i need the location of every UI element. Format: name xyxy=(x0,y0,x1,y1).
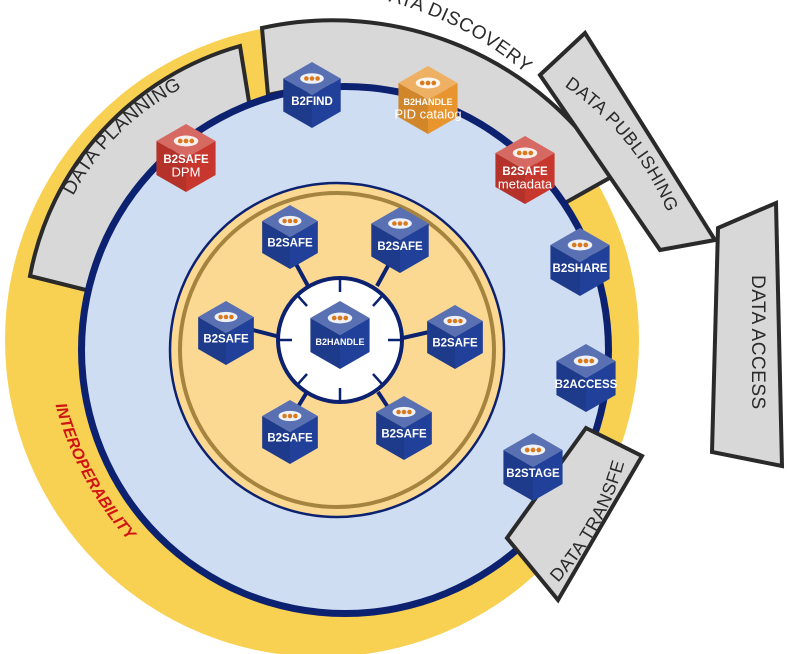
handle-logo-icon xyxy=(388,218,412,229)
cube-b2safe-ring-2: B2SAFE xyxy=(371,207,429,273)
cube-b2safe-ring-5: B2SAFE xyxy=(262,400,318,464)
cube-label: B2SAFE xyxy=(163,154,209,166)
label-data-access: DATA ACCESS xyxy=(747,275,768,410)
cube-label: B2SAFE xyxy=(203,334,249,346)
cube-sublabel: DPM xyxy=(172,165,201,180)
handle-logo-icon xyxy=(327,312,353,324)
handle-logo-icon xyxy=(214,311,238,323)
hub-ticks xyxy=(278,278,402,402)
cube-label: B2SAFE xyxy=(267,433,313,445)
handle-logo-icon xyxy=(278,410,302,422)
handle-logo-icon xyxy=(443,315,467,327)
cube-b2access: B2ACCESS xyxy=(555,344,618,412)
cube-b2share: B2SHARE xyxy=(550,228,610,296)
cube-label: B2HANDLE xyxy=(315,337,364,347)
cube-label: B2SAFE xyxy=(502,166,548,178)
tab-data-access xyxy=(709,199,785,469)
handle-logo-icon xyxy=(520,444,546,456)
cube-b2safe-ring-4: B2SAFE xyxy=(427,305,483,369)
handle-logo-icon xyxy=(573,355,599,367)
cube-label: B2SAFE xyxy=(267,238,313,250)
cube-label: B2SAFE xyxy=(381,429,427,441)
cube-label: B2HANDLE xyxy=(403,97,452,107)
cube-b2find: B2FIND xyxy=(283,62,341,128)
tab-data-publishing xyxy=(537,29,719,253)
handle-logo-icon xyxy=(415,77,441,89)
cube-label: B2SHARE xyxy=(553,263,608,275)
cube-sublabel: PID catalog xyxy=(394,107,461,122)
handle-logo-icon xyxy=(567,239,593,251)
cube-label: B2ACCESS xyxy=(555,379,618,391)
handle-logo-icon xyxy=(392,406,416,418)
cube-b2safe-ring-6: B2SAFE xyxy=(376,396,432,460)
cube-sublabel: metadata xyxy=(498,177,553,192)
handle-logo-icon xyxy=(278,215,302,227)
cube-label: B2STAGE xyxy=(506,468,560,480)
cube-b2safe-ring-1: B2SAFE xyxy=(262,205,318,269)
cube-b2handle-center: B2HANDLE xyxy=(310,301,370,369)
cube-b2stage: B2STAGE xyxy=(503,433,563,501)
cube-label: B2SAFE xyxy=(377,241,423,253)
cube-label: B2FIND xyxy=(291,96,333,108)
cube-label: B2SAFE xyxy=(432,338,478,350)
handle-logo-icon xyxy=(173,135,199,147)
core-inner-band xyxy=(178,191,496,509)
handle-logo-icon xyxy=(512,147,538,159)
cube-b2safe-ring-3: B2SAFE xyxy=(198,301,254,365)
handle-logo-icon xyxy=(300,73,324,84)
